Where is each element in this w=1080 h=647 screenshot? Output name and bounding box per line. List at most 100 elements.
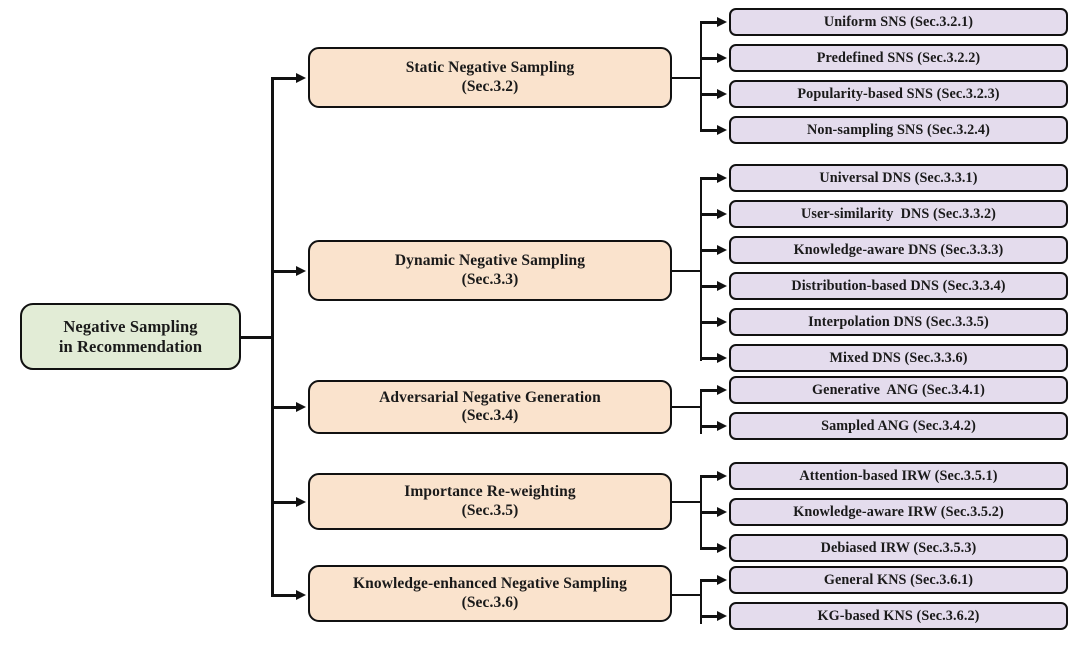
kns-bus	[699, 580, 702, 624]
arrow-to-dns-leaf-3	[717, 244, 727, 255]
trunk-branch-irw	[271, 501, 298, 504]
leaf-node-sns-4[interactable]: Non-sampling SNS (Sec.3.2.4)	[729, 116, 1068, 144]
dns-leaf-edge-4	[699, 285, 720, 288]
leaf-node-sns-3-label: Popularity-based SNS (Sec.3.2.3)	[797, 85, 1000, 102]
leaf-node-kns-1-label: General KNS (Sec.3.6.1)	[823, 571, 974, 588]
leaf-node-dns-6[interactable]: Mixed DNS (Sec.3.3.6)	[729, 344, 1068, 372]
arrow-to-sns	[296, 72, 306, 83]
sns-bus-stub	[671, 76, 702, 79]
leaf-node-irw-3[interactable]: Debiased IRW (Sec.3.5.3)	[729, 534, 1068, 562]
dns-leaf-edge-3	[699, 249, 720, 252]
leaf-node-irw-3-label: Debiased IRW (Sec.3.5.3)	[820, 539, 977, 556]
leaf-node-irw-1-label: Attention-based IRW (Sec.3.5.1)	[799, 467, 998, 484]
ang-leaf-edge-1	[699, 389, 720, 392]
kns-bus-stub	[671, 593, 702, 596]
category-node-ang-line1: Adversarial Negative Generation	[379, 388, 601, 406]
category-node-kns[interactable]: Knowledge-enhanced Negative Sampling (Se…	[308, 565, 672, 622]
arrow-to-kns-leaf-2	[717, 610, 727, 621]
arrow-to-sns-leaf-4	[717, 124, 727, 135]
arrow-to-sns-leaf-1	[717, 16, 727, 27]
category-node-dns[interactable]: Dynamic Negative Sampling (Sec.3.3)	[308, 240, 672, 301]
leaf-node-kns-2[interactable]: KG-based KNS (Sec.3.6.2)	[729, 602, 1068, 630]
trunk-branch-dns	[271, 270, 298, 273]
dns-bus	[699, 178, 702, 361]
leaf-node-dns-2-label: User-similarity DNS (Sec.3.3.2)	[801, 205, 996, 222]
trunk-branch-sns	[271, 77, 298, 80]
irw-leaf-edge-2	[699, 511, 720, 514]
sns-leaf-edge-2	[699, 57, 720, 60]
leaf-node-dns-1-label: Universal DNS (Sec.3.3.1)	[819, 169, 978, 186]
trunk-branch-ang	[271, 406, 298, 409]
leaf-node-irw-2[interactable]: Knowledge-aware IRW (Sec.3.5.2)	[729, 498, 1068, 526]
category-node-kns-line1: Knowledge-enhanced Negative Sampling	[353, 575, 627, 593]
arrow-to-kns	[296, 589, 306, 600]
arrow-to-dns-leaf-5	[717, 316, 727, 327]
arrow-to-irw-leaf-3	[717, 542, 727, 553]
leaf-node-irw-1[interactable]: Attention-based IRW (Sec.3.5.1)	[729, 462, 1068, 490]
leaf-node-sns-1[interactable]: Uniform SNS (Sec.3.2.1)	[729, 8, 1068, 36]
sns-leaf-edge-3	[699, 93, 720, 96]
arrow-to-kns-leaf-1	[717, 574, 727, 585]
arrow-to-ang-leaf-2	[717, 420, 727, 431]
arrow-to-dns-leaf-2	[717, 208, 727, 219]
category-node-dns-line2: (Sec.3.3)	[461, 270, 519, 288]
leaf-node-dns-4[interactable]: Distribution-based DNS (Sec.3.3.4)	[729, 272, 1068, 300]
leaf-node-ang-2[interactable]: Sampled ANG (Sec.3.4.2)	[729, 412, 1068, 440]
ang-bus	[699, 390, 702, 434]
category-node-sns[interactable]: Static Negative Sampling (Sec.3.2)	[308, 47, 672, 108]
arrow-to-irw-leaf-2	[717, 506, 727, 517]
dns-leaf-edge-6	[699, 357, 720, 360]
dns-leaf-edge-1	[699, 177, 720, 180]
arrow-to-ang-leaf-1	[717, 384, 727, 395]
leaf-node-ang-2-label: Sampled ANG (Sec.3.4.2)	[821, 417, 976, 434]
category-node-irw[interactable]: Importance Re-weighting (Sec.3.5)	[308, 473, 672, 530]
trunk-branch-kns	[271, 594, 298, 597]
category-node-sns-line1: Static Negative Sampling	[405, 59, 575, 77]
irw-leaf-edge-3	[699, 547, 720, 550]
dns-bus-stub	[671, 269, 702, 272]
leaf-node-ang-1[interactable]: Generative ANG (Sec.3.4.1)	[729, 376, 1068, 404]
leaf-node-sns-1-label: Uniform SNS (Sec.3.2.1)	[823, 13, 974, 30]
category-node-irw-line1: Importance Re-weighting	[404, 483, 576, 501]
category-node-kns-line2: (Sec.3.6)	[461, 593, 519, 611]
arrow-to-sns-leaf-2	[717, 52, 727, 63]
root-node-line1: Negative Sampling	[63, 317, 198, 337]
leaf-node-dns-4-label: Distribution-based DNS (Sec.3.3.4)	[791, 277, 1006, 294]
arrow-to-sns-leaf-3	[717, 88, 727, 99]
irw-bus-stub	[671, 500, 702, 503]
arrow-to-dns-leaf-1	[717, 172, 727, 183]
category-node-ang[interactable]: Adversarial Negative Generation (Sec.3.4…	[308, 380, 672, 434]
leaf-node-sns-3[interactable]: Popularity-based SNS (Sec.3.2.3)	[729, 80, 1068, 108]
root-node-line2: in Recommendation	[58, 336, 203, 356]
kns-leaf-edge-1	[699, 579, 720, 582]
ang-leaf-edge-2	[699, 425, 720, 428]
leaf-node-kns-2-label: KG-based KNS (Sec.3.6.2)	[817, 607, 980, 624]
root-node[interactable]: Negative Sampling in Recommendation	[20, 303, 241, 370]
irw-leaf-edge-1	[699, 475, 720, 478]
leaf-node-dns-5[interactable]: Interpolation DNS (Sec.3.3.5)	[729, 308, 1068, 336]
category-node-ang-line2: (Sec.3.4)	[461, 407, 519, 424]
root-stub-edge	[241, 336, 274, 339]
ang-bus-stub	[671, 405, 702, 408]
leaf-node-dns-5-label: Interpolation DNS (Sec.3.3.5)	[808, 313, 989, 330]
leaf-node-dns-3[interactable]: Knowledge-aware DNS (Sec.3.3.3)	[729, 236, 1068, 264]
leaf-node-kns-1[interactable]: General KNS (Sec.3.6.1)	[729, 566, 1068, 594]
leaf-node-dns-3-label: Knowledge-aware DNS (Sec.3.3.3)	[793, 241, 1004, 258]
category-node-irw-line2: (Sec.3.5)	[461, 501, 519, 519]
leaf-node-dns-2[interactable]: User-similarity DNS (Sec.3.3.2)	[729, 200, 1068, 228]
leaf-node-dns-6-label: Mixed DNS (Sec.3.3.6)	[829, 349, 968, 366]
leaf-node-irw-2-label: Knowledge-aware IRW (Sec.3.5.2)	[793, 503, 1004, 520]
leaf-node-sns-2-label: Predefined SNS (Sec.3.2.2)	[816, 49, 981, 66]
kns-leaf-edge-2	[699, 615, 720, 618]
dns-leaf-edge-5	[699, 321, 720, 324]
sns-leaf-edge-4	[699, 129, 720, 132]
dns-leaf-edge-2	[699, 213, 720, 216]
leaf-node-ang-1-label: Generative ANG (Sec.3.4.1)	[812, 381, 985, 398]
arrow-to-dns-leaf-4	[717, 280, 727, 291]
arrow-to-ang	[296, 401, 306, 412]
leaf-node-dns-1[interactable]: Universal DNS (Sec.3.3.1)	[729, 164, 1068, 192]
arrow-to-dns	[296, 265, 306, 276]
arrow-to-dns-leaf-6	[717, 352, 727, 363]
leaf-node-sns-2[interactable]: Predefined SNS (Sec.3.2.2)	[729, 44, 1068, 72]
